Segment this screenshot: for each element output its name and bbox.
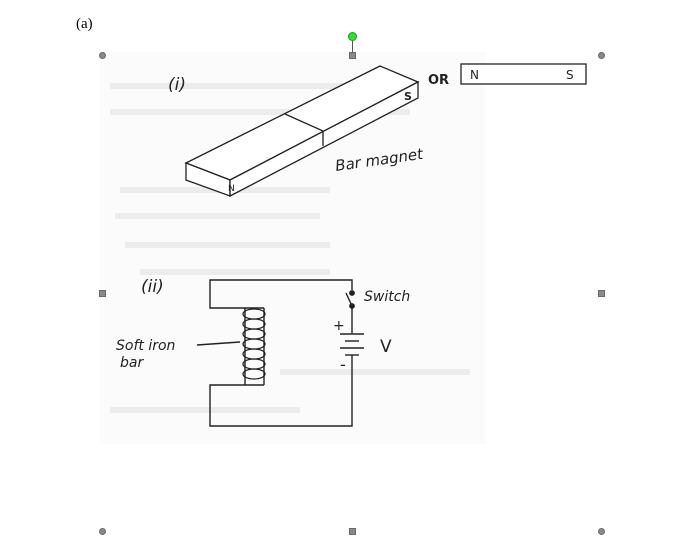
circuit xyxy=(196,279,364,427)
plus-sign: + xyxy=(333,318,345,334)
resize-handle-top-right[interactable] xyxy=(598,52,605,59)
soft-iron-label-line2: bar xyxy=(120,355,144,371)
flat-magnet-n-label: N xyxy=(470,68,479,82)
rotate-handle-stem xyxy=(352,40,353,52)
soft-iron-label-line1: Soft iron xyxy=(116,338,175,354)
or-label: OR xyxy=(428,73,449,88)
soft-iron-leader xyxy=(196,341,241,346)
bar-magnet-3d xyxy=(184,65,420,198)
bar-side-face xyxy=(229,80,419,198)
minus-sign: - xyxy=(340,355,346,374)
part-label: (a) xyxy=(76,16,93,32)
resize-handle-bottom[interactable] xyxy=(349,528,356,535)
bar-mid-divider-top xyxy=(284,113,324,132)
soft-iron-bar xyxy=(209,279,353,309)
flat-magnet-s-label: S xyxy=(566,68,574,82)
bar3d-s-label: S xyxy=(404,90,412,103)
resize-handle-top[interactable] xyxy=(349,52,356,59)
sub-label-i: (i) xyxy=(168,75,186,95)
resize-handle-top-left[interactable] xyxy=(99,52,106,59)
resize-handle-bottom-right[interactable] xyxy=(598,528,605,535)
flat-magnet xyxy=(460,63,587,85)
switch-bottom-contact xyxy=(349,303,355,309)
resize-handle-bottom-left[interactable] xyxy=(99,528,106,535)
resize-handle-left[interactable] xyxy=(99,290,106,297)
bar3d-n-label: N xyxy=(228,184,235,194)
coil xyxy=(242,308,266,380)
switch-label: Switch xyxy=(364,289,410,305)
switch-top-contact xyxy=(349,290,355,296)
soft-iron-bar-lower xyxy=(209,368,353,427)
rotate-handle[interactable] xyxy=(348,32,357,41)
sub-label-ii: (ii) xyxy=(141,277,164,297)
voltage-label: V xyxy=(380,337,392,357)
resize-handle-right[interactable] xyxy=(598,290,605,297)
